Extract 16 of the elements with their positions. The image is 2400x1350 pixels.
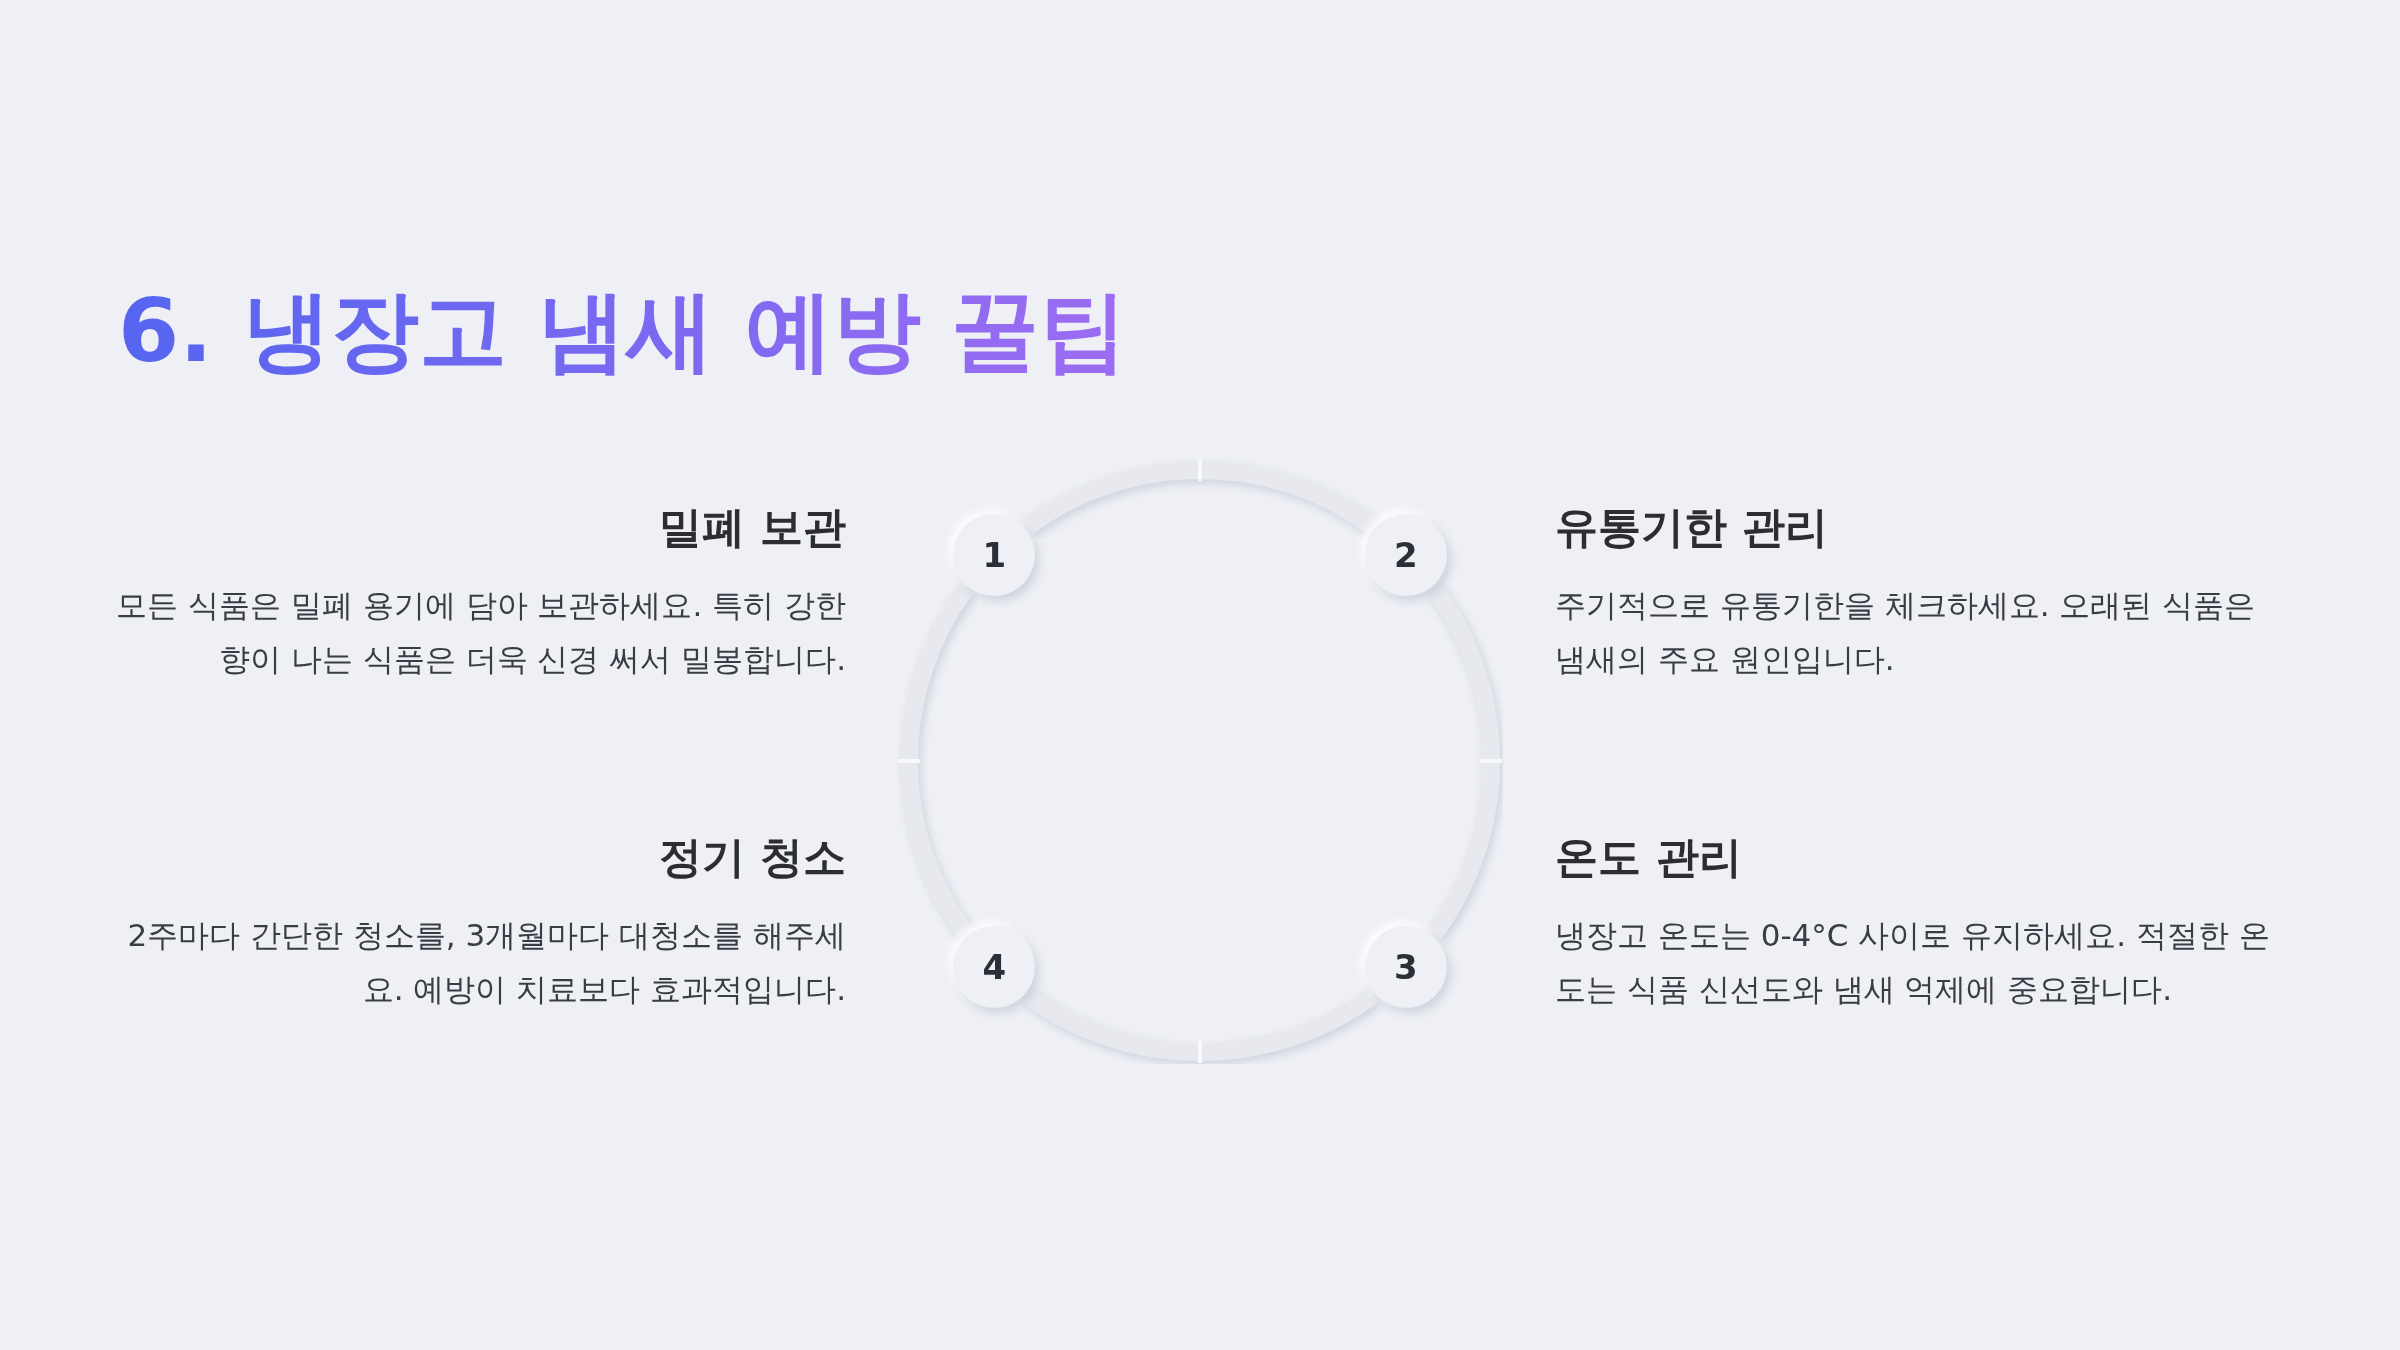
step-description: 모든 식품은 밀폐 용기에 담아 보관하세요. 특히 강한 향이 나는 식품은 더욱 신경 써서 밀봉합니다. — [115, 585, 846, 679]
step-heading: 정기 청소 — [658, 831, 846, 884]
step-description: 2주마다 간단한 청소를, 3개월마다 대청소를 해주세요. 예방이 치료보다 효과적입니다. — [126, 915, 846, 1009]
step-heading: 밀폐 보관 — [658, 501, 846, 554]
step-description: 주기적으로 유통기한을 체크하세요. 오래된 식품은 냄새의 주요 원인입니다. — [1555, 585, 2257, 679]
ring-arc — [1426, 583, 1500, 939]
number-circle: 2 — [1364, 514, 1447, 597]
number-circle: 1 — [953, 514, 1036, 597]
step-description: 냉장고 온도는 0-4°C 사이로 유지하세요. 적절한 온도는 식품 신선도와 냄새 억제에 중요합니다. — [1555, 915, 2271, 1009]
ring-arc — [1022, 461, 1378, 535]
number-circle: 4 — [953, 925, 1036, 1008]
ring-arc — [1022, 987, 1378, 1061]
step-heading: 유통기한 관리 — [1555, 501, 1829, 554]
number-circle: 3 — [1364, 925, 1447, 1008]
step-heading: 온도 관리 — [1555, 831, 1743, 884]
ring-arc — [900, 583, 974, 939]
